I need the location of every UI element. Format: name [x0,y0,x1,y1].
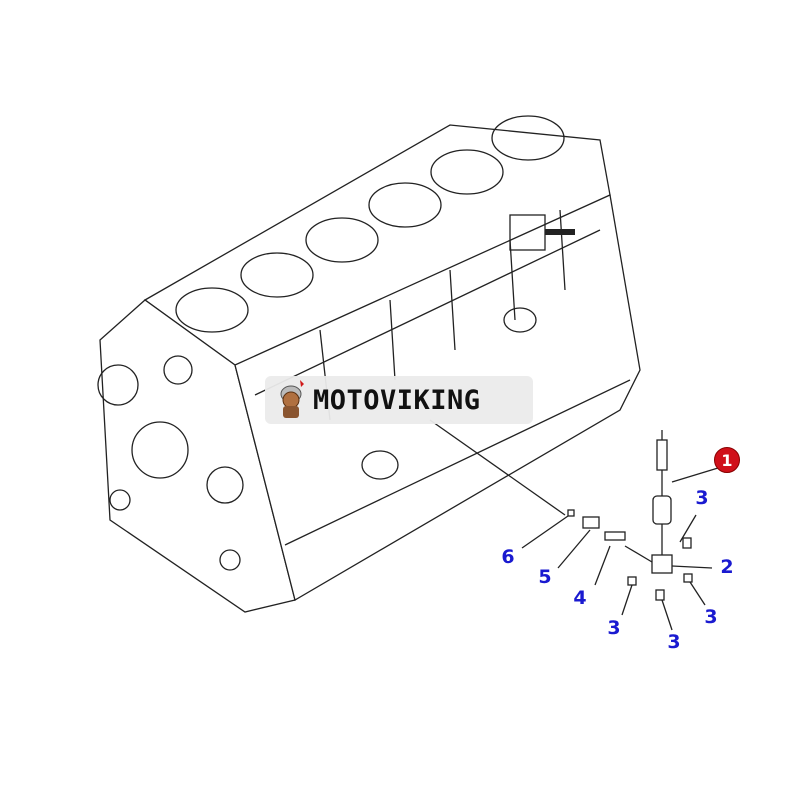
sensor-assembly [521,430,719,631]
viking-mascot-icon [280,380,304,418]
callout-5[interactable]: 5 [538,566,552,588]
callout-4[interactable]: 4 [573,587,587,609]
callout-3[interactable]: 3 [607,617,621,639]
callout-3[interactable]: 3 [695,487,709,509]
callout-2[interactable]: 2 [720,556,734,578]
watermark-text: MOTOVIKING [313,384,481,416]
callout-6[interactable]: 6 [501,546,515,568]
callout-3[interactable]: 3 [667,631,681,653]
callout-3[interactable]: 3 [704,606,718,628]
cylinder-bores [175,115,565,333]
motoviking-watermark: MOTOVIKING [265,376,533,424]
callout-1[interactable]: 1 [714,447,740,473]
